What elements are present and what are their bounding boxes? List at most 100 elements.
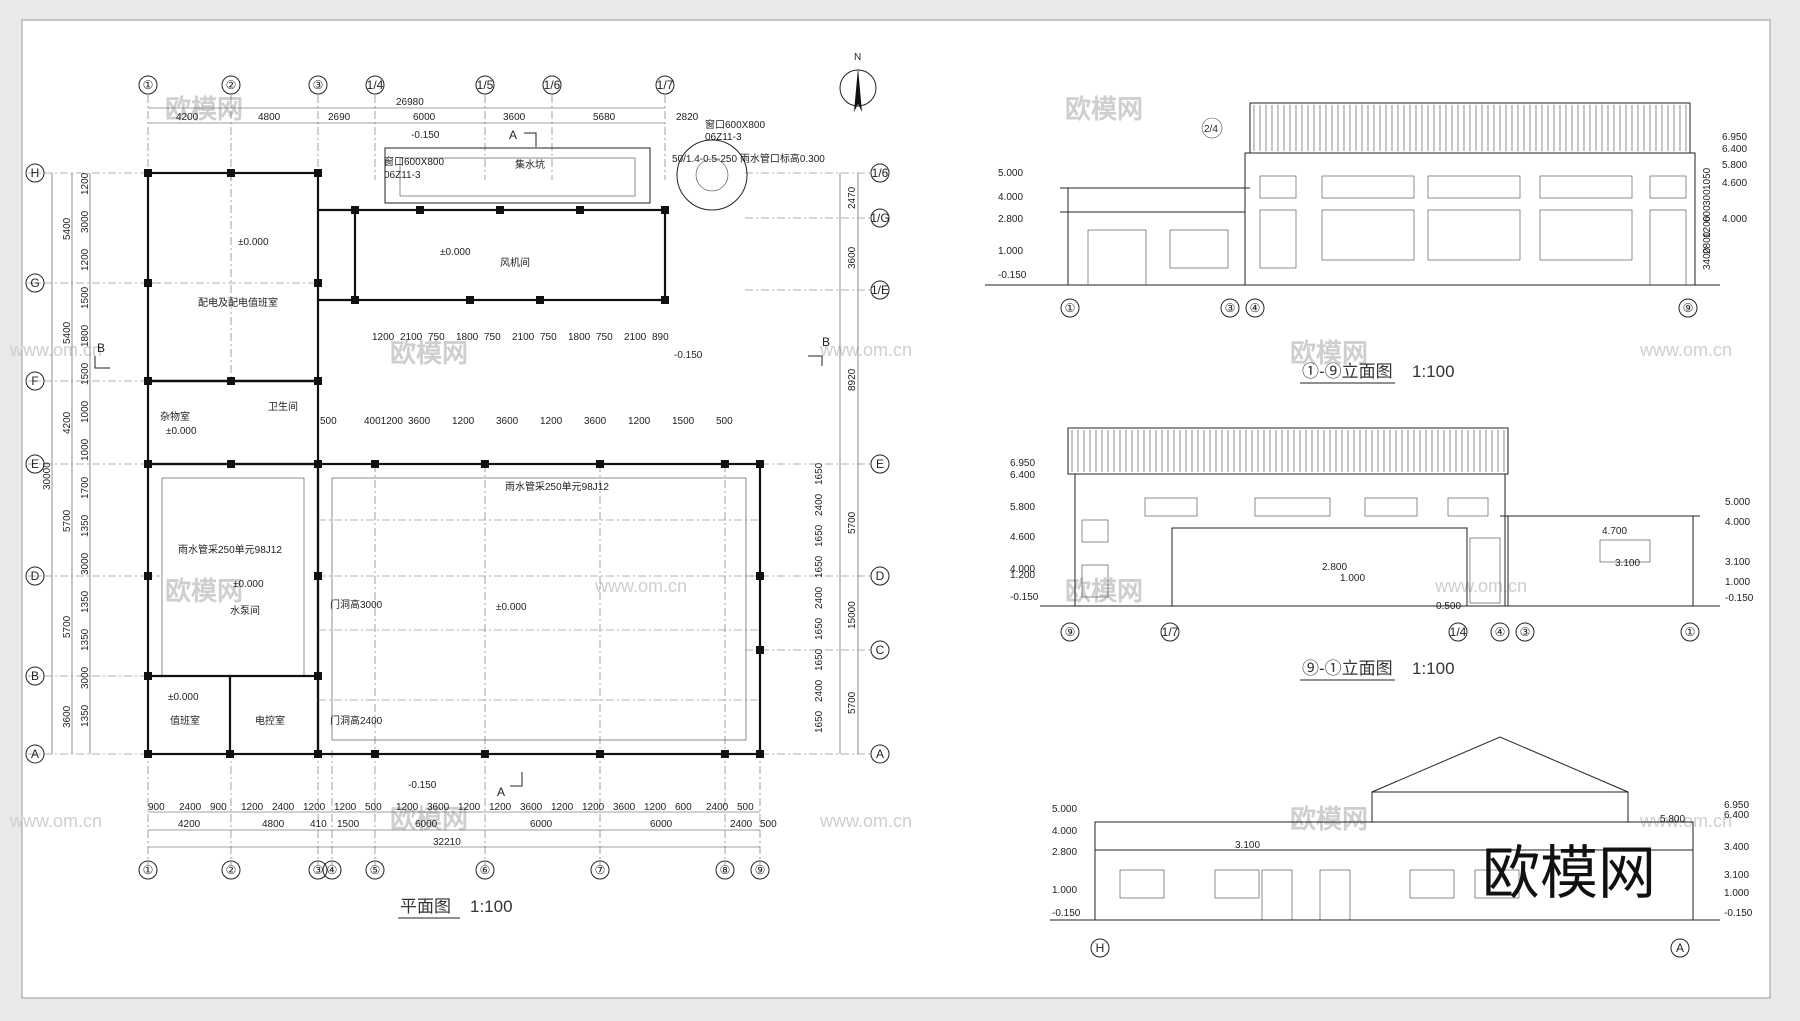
axis-bottom: ⑤ [370, 863, 381, 877]
axis-top-bubble [542, 75, 562, 95]
window [1427, 175, 1521, 199]
axis-bottom: ④ [327, 863, 338, 877]
pipe-note: 雨水管采250单元98J12 [505, 480, 609, 493]
dim-bottom-segment: 6000 [530, 819, 553, 830]
dim-left-detail: 1800 [80, 324, 91, 347]
dim-right-detail: 1650 [814, 555, 825, 578]
structural-column [314, 572, 322, 580]
dim-hall-top: 500 [716, 416, 733, 427]
dim-fan-bottom: 2100 [400, 332, 423, 343]
structural-column [576, 206, 584, 214]
dim-left-segment: 5700 [62, 509, 73, 532]
watermark-url: www.om.cn [1434, 576, 1527, 596]
elev2-axis: 1/4 [1450, 625, 1467, 639]
axis-left: G [30, 276, 39, 290]
level-mark: -0.150 [1010, 592, 1039, 603]
axis-top: 1/7 [657, 78, 674, 92]
elevation-mark: ±0.000 [168, 692, 199, 703]
elev2-axis: ④ [1495, 625, 1506, 639]
dim-left-detail: 1350 [80, 590, 91, 613]
axis-top-bubble [475, 75, 495, 95]
structural-column [756, 750, 764, 758]
window [1427, 209, 1521, 261]
dim-bottom-detail: 1200 [644, 802, 667, 813]
axis-left-bubble [25, 666, 45, 686]
watermark-url: www.om.cn [819, 340, 912, 360]
room-control: 电控室 [255, 714, 285, 727]
axis-left-bubble [25, 163, 45, 183]
axis-right: D [876, 569, 885, 583]
dim-bottom-segment: 4800 [262, 819, 285, 830]
floor-plan: 配电及配电值班室 ±0.000 风机间 ±0.000 水泵间 ±0.000 值班… [25, 52, 890, 919]
structural-column [371, 460, 379, 468]
dim-top-total: 26980 [396, 97, 424, 108]
door-note: 门洞高2400 [330, 714, 383, 727]
level-mark: 1.000 [1725, 577, 1750, 588]
dim-right-segment: 5700 [847, 691, 858, 714]
axis-bottom: ⑧ [720, 863, 731, 877]
axis-top-bubble [138, 75, 158, 95]
window [1539, 209, 1633, 261]
hall-inner-outline [331, 477, 747, 741]
axis-top: 1/6 [544, 78, 561, 92]
dim-right-detail: 1650 [814, 648, 825, 671]
dim-left-total: 30000 [42, 462, 53, 490]
watermark: 欧模网 [390, 804, 468, 834]
plan-title: 平面图 [400, 897, 451, 916]
dim-bottom-detail: 2400 [706, 802, 729, 813]
level-mark: 6.400 [1724, 810, 1749, 821]
structural-column [144, 672, 152, 680]
dim-hall-top: 3600 [496, 416, 519, 427]
elev2-axis: ⑨ [1065, 625, 1076, 639]
dim-right-segment: 3600 [847, 246, 858, 269]
axis-bottom-bubble [590, 860, 610, 880]
elevation-1-9: ①-⑨立面图 1:100 5.0004.0002.8001.000-0.1506… [985, 102, 1747, 384]
dim-right-segment: 15000 [847, 601, 858, 629]
structural-column [416, 206, 424, 214]
section-mark-left: B [97, 341, 105, 355]
dim-right-segment: 8920 [847, 368, 858, 391]
elev-dim: 3400 [1702, 247, 1713, 270]
structural-column [481, 460, 489, 468]
axis-right-bubble [870, 640, 890, 660]
dim-left-detail: 1200 [80, 172, 91, 195]
axis-bottom-bubble [715, 860, 735, 880]
door-note: 门洞高3000 [330, 598, 383, 611]
watermark-url: www.om.cn [594, 576, 687, 596]
window [1259, 209, 1297, 269]
axis-right-bubble [870, 744, 890, 764]
structural-column [227, 377, 235, 385]
elevation-mark: -0.150 [408, 780, 437, 791]
axis-right-bubble [870, 566, 890, 586]
axis-top-bubble [308, 75, 328, 95]
elev1-axis-bubble [1678, 298, 1698, 318]
dim-fan-bottom: 2100 [624, 332, 647, 343]
window-note: 窗口600X800 [384, 155, 444, 168]
axis-right: 1/6 [872, 166, 889, 180]
window [1649, 175, 1687, 199]
dim-right-detail: 1650 [814, 617, 825, 640]
dim-left-detail: 3000 [80, 210, 91, 233]
elev1-axis: ④ [1250, 301, 1261, 315]
std-note: 06Z11-3 [384, 170, 421, 181]
dim-bottom-segment: 6000 [415, 819, 438, 830]
axis-right-bubble [870, 163, 890, 183]
window [1474, 869, 1520, 899]
watermark: 欧模网 [165, 94, 243, 124]
dim-bottom-detail: 3600 [613, 802, 636, 813]
elevation-mark: ±0.000 [440, 247, 471, 258]
structural-column [314, 377, 322, 385]
level-mark: 5.000 [998, 168, 1023, 179]
dim-right-segment: 5700 [847, 511, 858, 534]
level-mark: 4.600 [1010, 532, 1035, 543]
section-mark-top: A [509, 128, 517, 142]
structural-column [144, 169, 152, 177]
axis-bottom: ⑥ [480, 863, 491, 877]
dim-bottom-detail: 2400 [179, 802, 202, 813]
axis-bottom-bubble [322, 860, 342, 880]
elev2-axis-bubble [1448, 622, 1468, 642]
elev1-axis: ① [1065, 301, 1076, 315]
level-mark: 5.800 [1660, 814, 1685, 825]
dim-hall-top: 3600 [584, 416, 607, 427]
